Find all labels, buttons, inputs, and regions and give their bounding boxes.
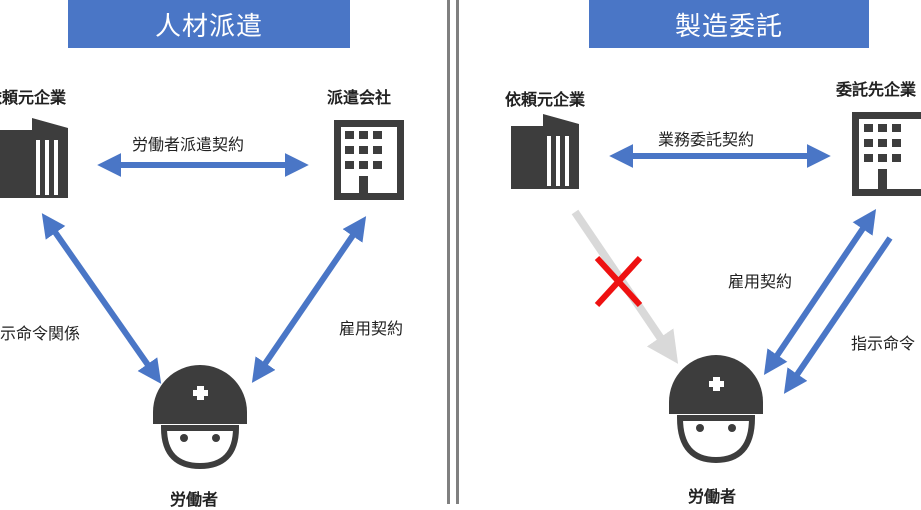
- agency-label: 派遣会社: [327, 88, 392, 107]
- cross-mark-icon: [594, 255, 643, 308]
- employment-label-left: 雇用契約: [339, 319, 404, 338]
- client-building-icon: [511, 114, 579, 189]
- employment-arrow-right: [763, 209, 877, 375]
- contractor-building-icon: [852, 112, 921, 196]
- command-label-right: 指示命令: [851, 334, 916, 353]
- divider-line: [447, 0, 450, 504]
- worker-helmet-icon: [669, 355, 763, 464]
- title-banner-staffing: 人材派遣: [68, 0, 350, 48]
- divider-line: [456, 0, 459, 504]
- command-relation-label: 指示命令関係: [0, 324, 81, 343]
- client-building-icon: [0, 118, 68, 198]
- staffing-contract-label: 労働者派遣契約: [132, 135, 245, 154]
- worker-label-right: 労働者: [688, 487, 737, 506]
- command-relation-arrow: [41, 213, 162, 384]
- contractor-label: 委託先企業: [836, 80, 917, 99]
- command-arrow-right: [783, 236, 893, 394]
- client-company-label: 依頼元企業: [0, 88, 67, 107]
- worker-helmet-icon: [153, 365, 247, 470]
- employment-arrow-left: [251, 216, 367, 383]
- employment-label-right: 雇用契約: [728, 272, 793, 291]
- outsourcing-contract-label: 業務委託契約: [658, 130, 755, 149]
- title-banner-manufacturing: 製造委託: [589, 0, 869, 48]
- agency-building-icon: [334, 120, 404, 200]
- worker-label-left: 労働者: [170, 490, 219, 509]
- client-company-label-right: 依頼元企業: [505, 90, 586, 109]
